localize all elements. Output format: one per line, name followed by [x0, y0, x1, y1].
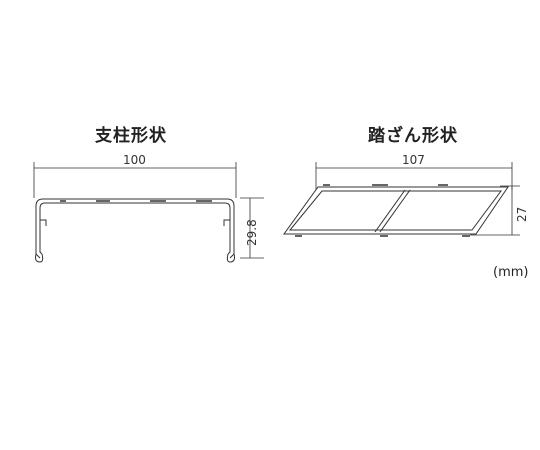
tread-profile-shape [283, 184, 509, 237]
tread-width-label: 107 [402, 153, 425, 167]
tread-profile-title: 踏ざん形状 [368, 126, 458, 146]
support-dimension-lines [33, 162, 264, 259]
unit-label: (mm) [493, 265, 529, 280]
tread-dimension-lines [315, 162, 520, 236]
support-profile-title: 支柱形状 [95, 126, 167, 146]
support-width-label: 100 [123, 153, 146, 167]
support-profile-shape [35, 198, 235, 263]
